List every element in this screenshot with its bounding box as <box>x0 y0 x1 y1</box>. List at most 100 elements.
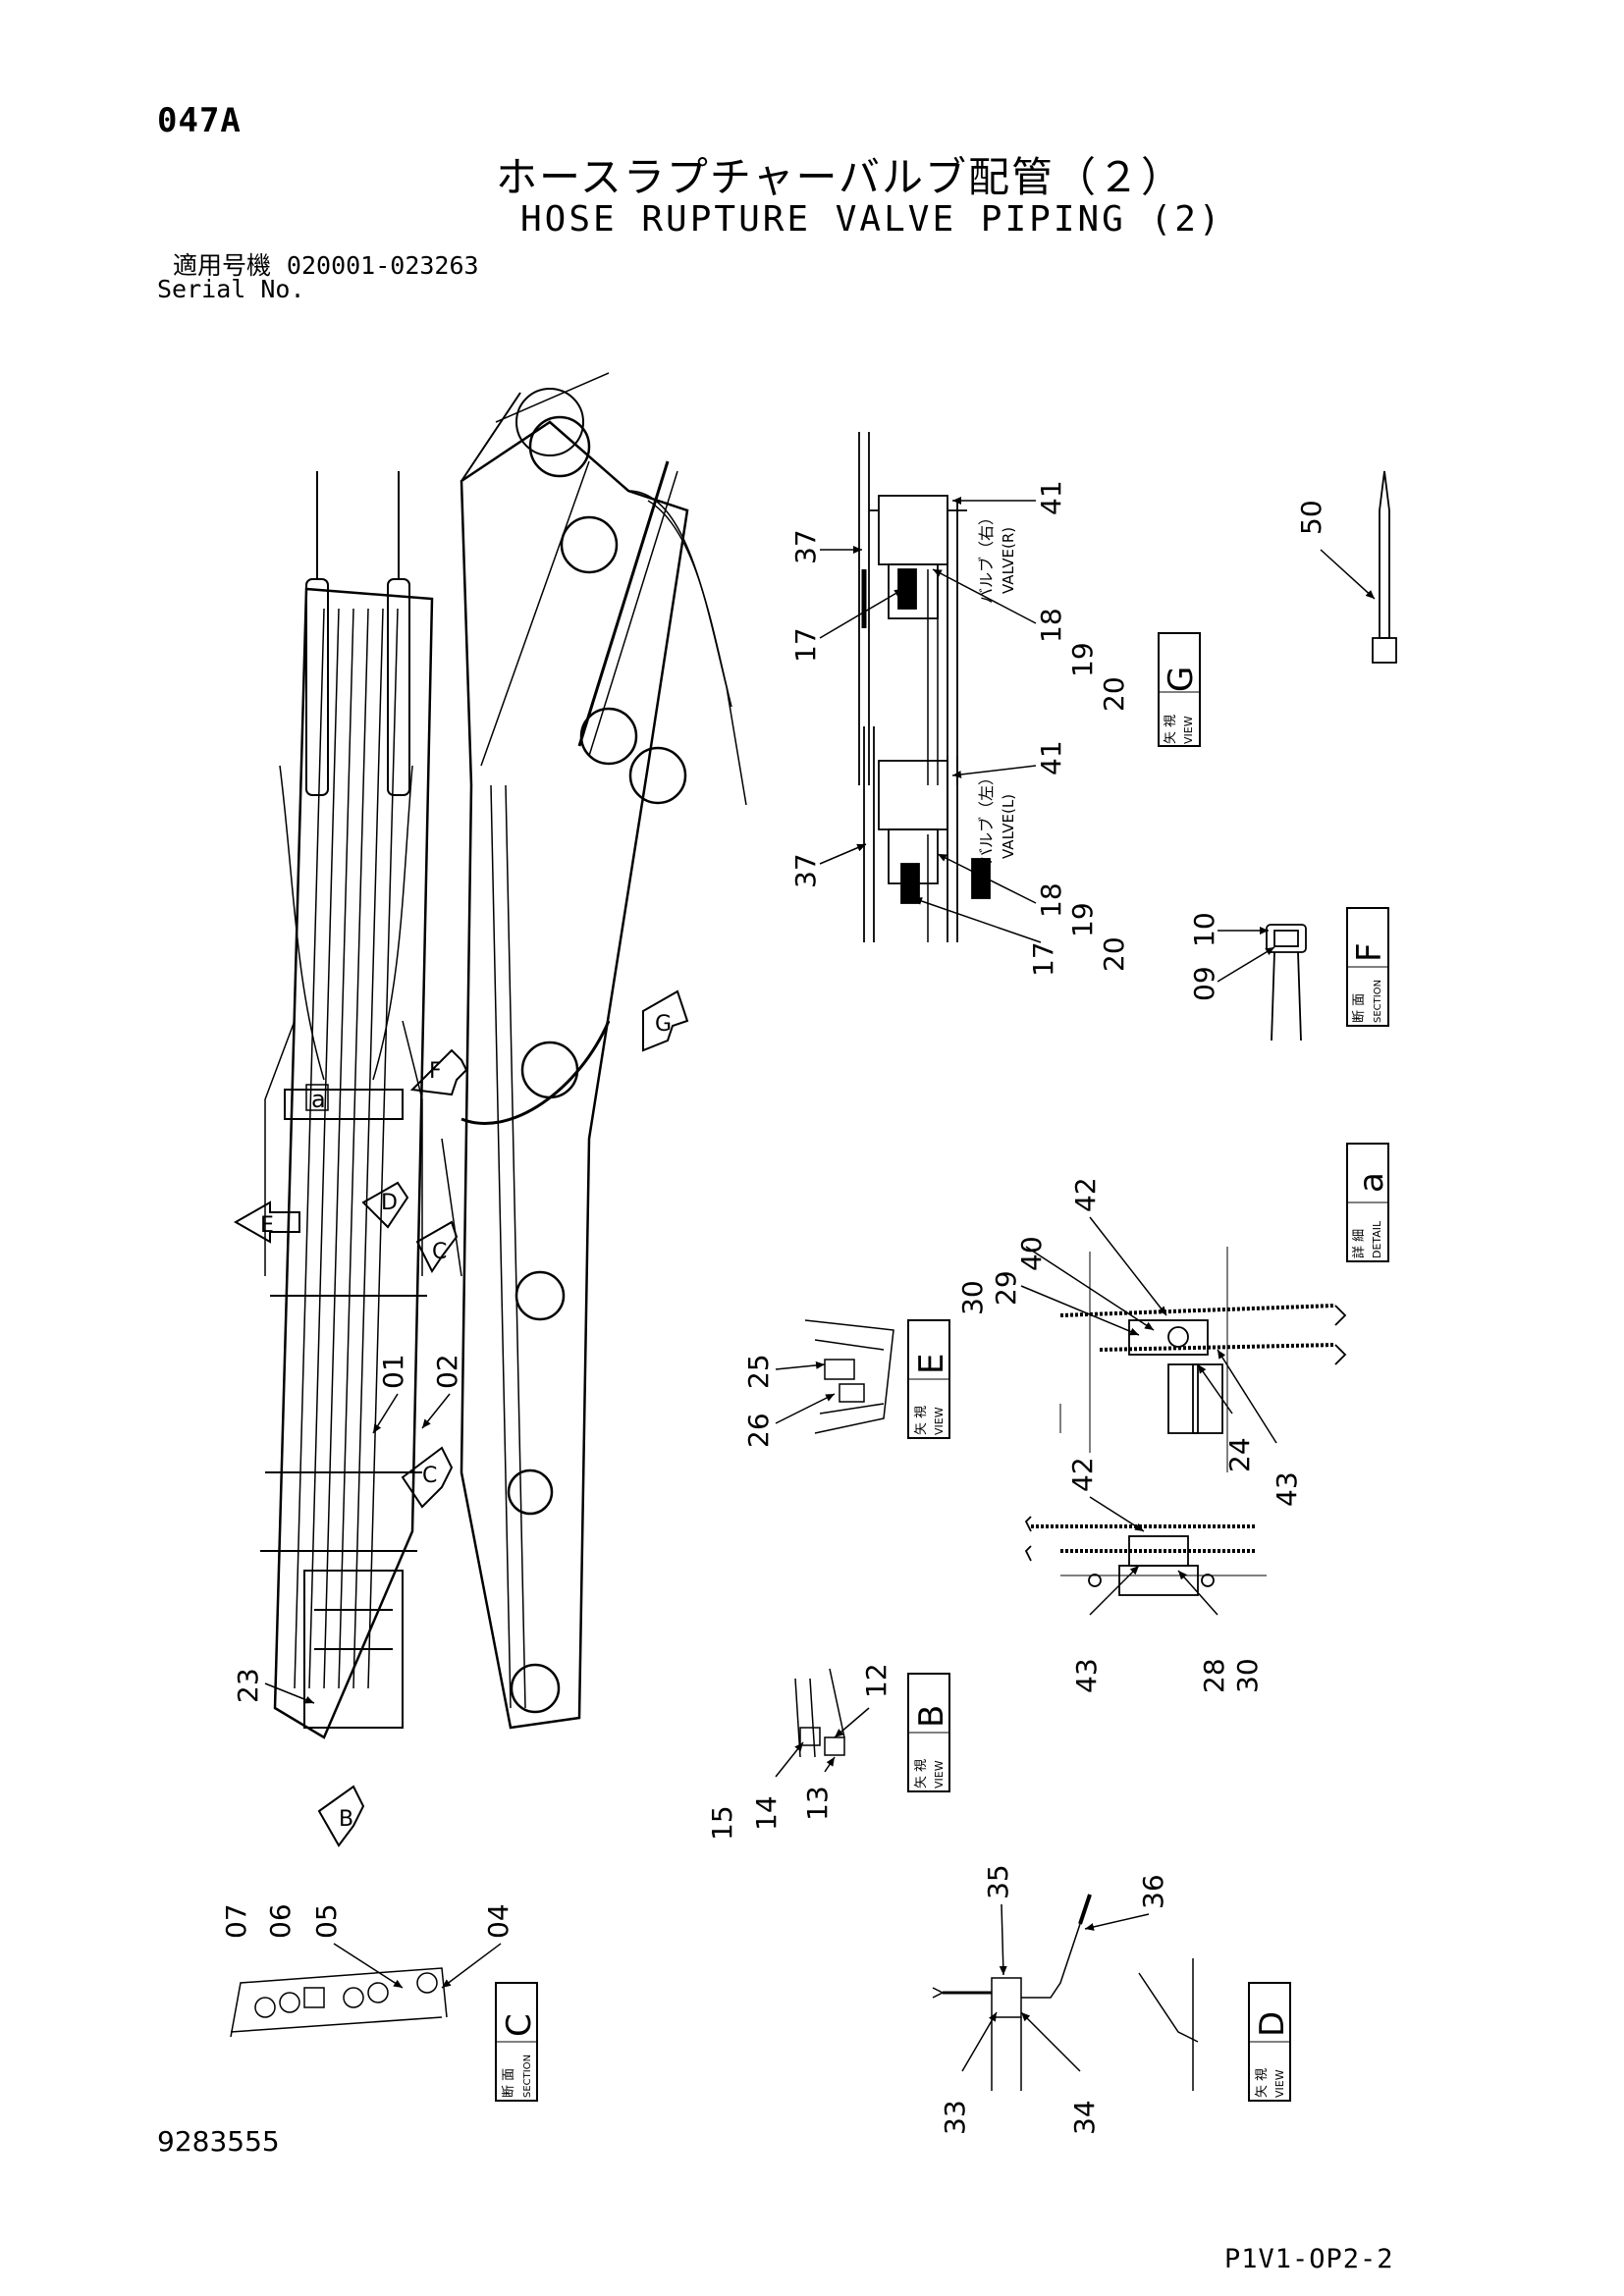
serial-range: 020001-023263 <box>286 251 479 280</box>
svg-text:43: 43 <box>1271 1471 1303 1507</box>
svg-text:VIEW: VIEW <box>1182 716 1195 744</box>
svg-text:矢 視: 矢 視 <box>914 1406 929 1435</box>
svg-text:SECTION: SECTION <box>1373 980 1383 1023</box>
svg-text:33: 33 <box>939 2100 971 2135</box>
view-arrow-e: E <box>233 1201 300 1244</box>
arm-drawing <box>260 471 434 1739</box>
svg-text:E: E <box>912 1354 951 1374</box>
view-g-callouts: 37 17 41 18 19 20 バルブ（右） VALVE(R) <box>789 480 1130 712</box>
svg-text:30: 30 <box>1231 1658 1264 1693</box>
detail-marker-a: a <box>311 1086 326 1113</box>
svg-text:06: 06 <box>264 1903 297 1939</box>
view-b-label: B 矢 視 VIEW <box>907 1673 951 1792</box>
svg-text:17: 17 <box>1027 941 1059 977</box>
svg-text:断 面: 断 面 <box>502 2068 516 2098</box>
callout-25: 25 <box>742 1354 775 1389</box>
svg-text:36: 36 <box>1137 1874 1169 1909</box>
section-c-callouts: 07 06 05 04 <box>220 1903 514 1939</box>
view-b-callouts: 12 15 14 13 <box>706 1663 893 1841</box>
svg-text:バルブ（右）: バルブ（右） <box>977 509 996 604</box>
view-arrow-b: B <box>317 1785 365 1847</box>
svg-text:40: 40 <box>1015 1236 1048 1271</box>
svg-text:04: 04 <box>482 1903 514 1939</box>
boom-drawing <box>441 372 747 1730</box>
view-d-drawing <box>932 1894 1199 2091</box>
view-l-drawing <box>863 726 991 942</box>
page-title-japanese: ホースラプチャーバルブ配管（２） <box>496 153 1185 201</box>
callout-01: 01 <box>377 1354 409 1389</box>
svg-text:30: 30 <box>956 1280 989 1315</box>
svg-text:詳 細: 詳 細 <box>1351 1229 1367 1258</box>
view-g-label: G 矢 視 VIEW <box>1158 632 1201 747</box>
svg-text:断 面: 断 面 <box>1352 993 1367 1023</box>
view-arrow-c-lower: C <box>401 1446 454 1509</box>
view-d-label: D 矢 視 VIEW <box>1248 1982 1292 2102</box>
svg-text:18: 18 <box>1035 882 1067 918</box>
detail-a-drawing-lower <box>1024 1516 1267 1596</box>
view-arrow-g: G <box>642 989 689 1052</box>
document-number: 9283555 <box>157 2125 280 2158</box>
svg-text:F: F <box>1350 942 1389 962</box>
cable-tie-drawing <box>1372 470 1397 664</box>
svg-text:D: D <box>1253 2011 1292 2037</box>
callout-26: 26 <box>742 1413 775 1448</box>
svg-text:F: F <box>429 1059 442 1084</box>
svg-text:35: 35 <box>982 1864 1014 1899</box>
serial-number-line: 適用号機 020001-023263 <box>173 253 479 278</box>
svg-text:24: 24 <box>1223 1437 1256 1472</box>
svg-text:バルブ（左）: バルブ（左） <box>977 770 996 864</box>
svg-text:VALVE(R): VALVE(R) <box>1000 527 1017 594</box>
svg-text:37: 37 <box>789 529 822 564</box>
page-code: 047A <box>157 101 242 140</box>
detail-a-callouts: 42 40 30 29 24 43 <box>956 1177 1303 1507</box>
svg-text:E: E <box>260 1213 274 1238</box>
svg-text:G: G <box>655 1012 672 1037</box>
view-arrow-d: D <box>361 1181 409 1229</box>
svg-text:B: B <box>339 1807 353 1832</box>
svg-text:C: C <box>432 1240 447 1264</box>
svg-text:13: 13 <box>801 1786 834 1821</box>
svg-text:D: D <box>381 1191 398 1215</box>
serial-label-japanese: 適用号機 <box>173 251 272 280</box>
svg-text:29: 29 <box>990 1270 1022 1306</box>
svg-text:34: 34 <box>1068 2100 1101 2135</box>
svg-text:14: 14 <box>750 1795 783 1831</box>
svg-text:SECTION: SECTION <box>522 2055 533 2098</box>
svg-text:VALVE(L): VALVE(L) <box>1000 794 1017 859</box>
svg-text:12: 12 <box>860 1663 893 1698</box>
callout-10: 10 <box>1188 912 1220 947</box>
main-callouts: 01 02 23 <box>232 1354 463 1703</box>
svg-text:20: 20 <box>1098 676 1130 712</box>
view-arrow-c-upper: C <box>415 1220 459 1273</box>
svg-text:矢 視: 矢 視 <box>1255 2068 1270 2098</box>
svg-text:07: 07 <box>220 1903 252 1939</box>
svg-text:15: 15 <box>706 1805 738 1841</box>
svg-text:G: G <box>1162 667 1201 692</box>
svg-text:19: 19 <box>1066 902 1099 937</box>
svg-text:B: B <box>912 1705 951 1728</box>
svg-text:矢 視: 矢 視 <box>1164 715 1178 744</box>
section-c-label: C 断 面 SECTION <box>495 1982 539 2102</box>
view-e-label: E 矢 視 VIEW <box>907 1319 951 1439</box>
svg-text:17: 17 <box>789 627 822 663</box>
svg-text:VIEW: VIEW <box>1273 2069 1286 2098</box>
callout-23: 23 <box>232 1668 264 1703</box>
svg-text:18: 18 <box>1035 608 1067 643</box>
svg-text:42: 42 <box>1069 1177 1102 1212</box>
svg-text:37: 37 <box>789 853 822 888</box>
svg-text:05: 05 <box>310 1903 343 1939</box>
svg-text:VIEW: VIEW <box>933 1407 946 1435</box>
svg-text:42: 42 <box>1066 1457 1099 1492</box>
section-f-label: F 断 面 SECTION <box>1346 907 1389 1027</box>
view-arrow-f: F <box>409 1048 468 1096</box>
reference-code: P1V1-OP2-2 <box>1224 2244 1394 2274</box>
svg-text:19: 19 <box>1066 642 1099 677</box>
section-f-drawing <box>1266 924 1307 1041</box>
svg-text:28: 28 <box>1198 1658 1230 1693</box>
view-l-callouts: 37 17 41 18 19 20 バルブ（左） VALVE(L) <box>789 740 1130 977</box>
view-d-callouts: 35 36 33 34 <box>939 1864 1169 2135</box>
view-e-drawing <box>804 1319 894 1434</box>
callout-50: 50 <box>1295 500 1327 535</box>
svg-text:a: a <box>1352 1172 1391 1193</box>
